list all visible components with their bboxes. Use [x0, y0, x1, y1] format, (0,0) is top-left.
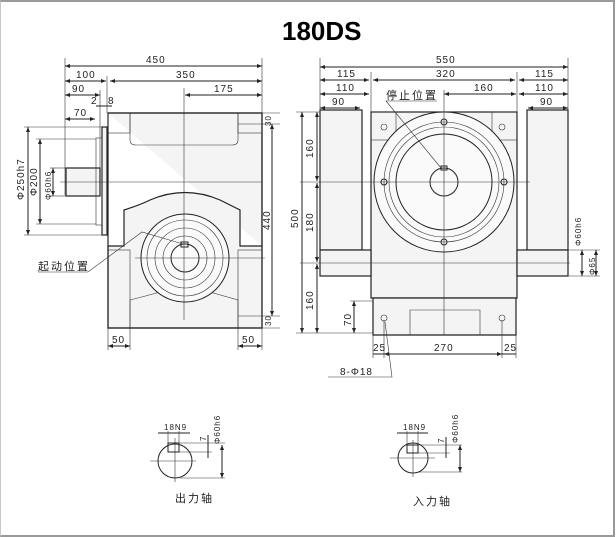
- dim-70-right: 70: [343, 313, 354, 326]
- dim-70: 70: [74, 108, 87, 119]
- left-view: 450 100 350 90 175 2 8 70 Φ250h7 Φ200 Φ6…: [16, 55, 280, 350]
- dim-115-left: 115: [337, 69, 356, 80]
- dim-phi60: Φ60h6: [44, 171, 53, 200]
- stop-position-label: 停止位置: [386, 88, 438, 102]
- dim-v180: 180: [305, 212, 316, 232]
- dim-90: 90: [72, 84, 85, 95]
- drawing-title: 180DS: [282, 16, 362, 46]
- dim-2: 2: [91, 96, 98, 107]
- output-shaft-dia: Φ60h6: [213, 415, 222, 444]
- dim-v160-bottom: 160: [305, 290, 316, 310]
- dim-450: 450: [146, 55, 166, 66]
- dim-110-right: 110: [535, 83, 554, 94]
- dim-30-bottom: 30: [264, 315, 273, 326]
- output-shaft-detail: 18N9 7 Φ60h6 出力轴: [150, 415, 225, 505]
- input-key-width: 18N9: [403, 423, 426, 432]
- dim-8: 8: [108, 96, 115, 107]
- output-key-depth: 7: [199, 436, 208, 441]
- dim-110-left: 110: [336, 83, 355, 94]
- dim-v160-top: 160: [305, 138, 316, 158]
- start-position-label: 起动位置: [38, 259, 90, 273]
- input-key-depth: 7: [437, 438, 446, 443]
- dim-500: 500: [290, 208, 301, 228]
- dim-50-left: 50: [112, 335, 125, 346]
- dim-90-right: 90: [540, 97, 553, 108]
- input-shaft-detail: 18N9 7 Φ60h6 入力轴: [390, 414, 462, 508]
- holes-label: 8-Φ18: [340, 367, 373, 378]
- input-shaft-label: 入力轴: [413, 494, 452, 508]
- dim-160-top: 160: [474, 83, 494, 94]
- dim-270: 270: [434, 343, 454, 354]
- dim-phi65: Φ65: [588, 257, 597, 275]
- dim-115-right: 115: [535, 69, 554, 80]
- dim-phi250: Φ250h7: [16, 158, 27, 200]
- input-shaft-dia: Φ60h6: [451, 414, 460, 443]
- dim-25-right: 25: [504, 343, 517, 354]
- dim-50-right: 50: [242, 335, 255, 346]
- output-key-width: 18N9: [164, 423, 187, 432]
- dim-550: 550: [436, 55, 456, 66]
- dim-phi60-right: Φ60h6: [574, 217, 583, 246]
- dim-175: 175: [214, 84, 234, 95]
- right-view: 550 115 320 115 110 160 110 90 90 停止位置 5…: [290, 55, 600, 378]
- dim-90-left: 90: [332, 97, 345, 108]
- dim-phi200: Φ200: [29, 167, 40, 196]
- dim-100: 100: [76, 70, 96, 81]
- dim-30-top: 30: [264, 115, 273, 126]
- dim-350: 350: [176, 70, 196, 81]
- dim-440: 440: [262, 210, 273, 230]
- output-shaft-label: 出力轴: [175, 491, 214, 505]
- dim-25-left: 25: [373, 343, 386, 354]
- dim-320: 320: [436, 69, 456, 80]
